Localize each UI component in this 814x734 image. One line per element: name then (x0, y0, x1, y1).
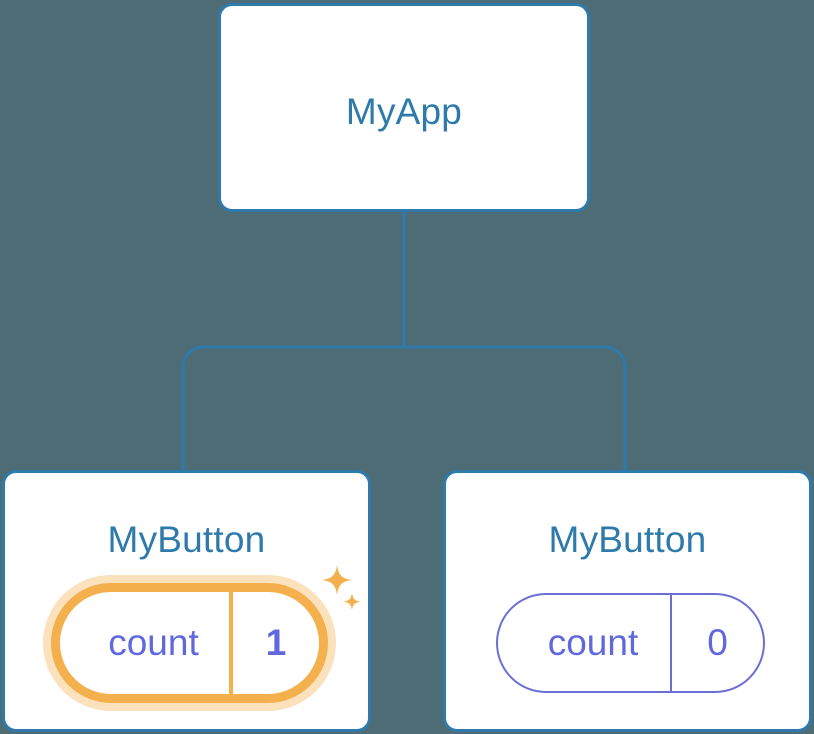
node-mybutton-right-title: MyButton (548, 519, 707, 560)
edge-bus-left (181, 345, 404, 470)
node-mybutton-left[interactable]: MyButton count 1 (2, 470, 371, 732)
node-myapp-title: MyApp (345, 91, 463, 132)
state-key-right: count (547, 622, 639, 663)
state-value-right: 0 (670, 595, 763, 691)
state-key-left: count (108, 622, 199, 663)
state-pill-right[interactable]: count 0 (496, 593, 765, 693)
edge-bus-right (404, 345, 627, 470)
node-myapp[interactable]: MyApp (218, 3, 590, 212)
state-value-left: 1 (229, 592, 319, 694)
node-mybutton-left-title: MyButton (107, 519, 266, 560)
node-mybutton-right[interactable]: MyButton count 0 (443, 470, 812, 732)
state-pill-left[interactable]: count 1 (51, 583, 328, 703)
